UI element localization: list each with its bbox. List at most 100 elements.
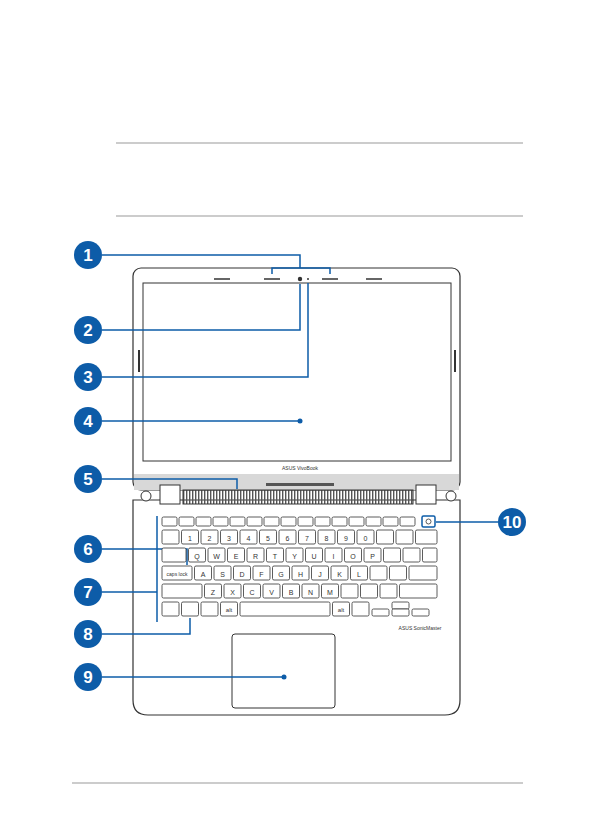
key-label: 6 xyxy=(286,534,290,541)
key-label: D xyxy=(239,570,244,577)
key xyxy=(384,548,401,562)
key-label: 8 xyxy=(325,534,329,541)
key-label: N xyxy=(308,588,313,595)
key xyxy=(400,517,415,526)
key xyxy=(352,602,369,616)
key-label: F xyxy=(259,570,263,577)
callout-text: 8 xyxy=(83,626,92,643)
key-label: H xyxy=(298,570,303,577)
key xyxy=(392,602,409,609)
key xyxy=(179,517,194,526)
key xyxy=(357,530,374,544)
key xyxy=(322,584,339,598)
bezel-mark xyxy=(366,278,382,280)
key xyxy=(298,517,313,526)
key-label: W xyxy=(213,552,220,559)
key xyxy=(390,566,407,580)
key-label: 7 xyxy=(305,534,309,541)
key xyxy=(195,566,212,580)
key xyxy=(182,602,199,616)
callout-number: 7 xyxy=(74,578,102,606)
key xyxy=(234,566,251,580)
key-label: X xyxy=(230,588,235,595)
key-label: S xyxy=(220,570,225,577)
key xyxy=(372,609,389,616)
key xyxy=(325,548,342,562)
key-label: V xyxy=(269,588,274,595)
key xyxy=(253,566,270,580)
key xyxy=(392,609,409,616)
key xyxy=(205,584,222,598)
key-label: alt xyxy=(226,607,232,613)
key xyxy=(380,584,397,598)
key-label: 0 xyxy=(364,534,368,541)
callout-text: 9 xyxy=(83,669,92,686)
key xyxy=(318,530,335,544)
key xyxy=(312,566,329,580)
key-label: alt xyxy=(338,607,344,613)
key xyxy=(201,530,218,544)
key-label: 9 xyxy=(344,534,348,541)
callout-text: 4 xyxy=(83,413,92,430)
key xyxy=(189,548,206,562)
key xyxy=(361,584,378,598)
microphone xyxy=(322,278,338,280)
key xyxy=(377,530,394,544)
key-label: 4 xyxy=(247,534,251,541)
callout-number: 8 xyxy=(74,620,102,648)
key-label: U xyxy=(311,552,316,559)
key xyxy=(230,517,245,526)
key xyxy=(273,566,290,580)
rule xyxy=(116,216,523,217)
key xyxy=(279,530,296,544)
key-label: O xyxy=(350,552,355,559)
power-button xyxy=(422,516,435,527)
hinge xyxy=(416,485,436,504)
logo-text: ASUS SonicMaster xyxy=(399,626,442,631)
hinge-bar xyxy=(266,483,334,486)
key-label: L xyxy=(357,570,361,577)
key xyxy=(208,548,225,562)
key-label: Z xyxy=(211,588,215,595)
rule xyxy=(116,143,523,144)
key xyxy=(281,517,296,526)
key xyxy=(412,609,429,616)
key xyxy=(292,566,309,580)
callout-number: 5 xyxy=(74,465,102,493)
key xyxy=(221,602,238,616)
key xyxy=(345,548,362,562)
key xyxy=(349,517,364,526)
key xyxy=(162,584,202,598)
key-label: C xyxy=(249,588,254,595)
key xyxy=(196,517,211,526)
callout-number: 3 xyxy=(74,363,102,391)
key xyxy=(263,584,280,598)
touchpad xyxy=(232,634,335,708)
key xyxy=(351,566,368,580)
key xyxy=(332,517,347,526)
callout-number: 10 xyxy=(498,508,526,536)
leader-dot xyxy=(282,675,287,680)
key-label: E xyxy=(234,552,239,559)
key xyxy=(396,530,413,544)
key-label: I xyxy=(333,552,335,559)
camera xyxy=(298,277,302,281)
key xyxy=(162,548,186,562)
key xyxy=(416,530,438,544)
key xyxy=(341,584,358,598)
key-label: J xyxy=(318,570,322,577)
key xyxy=(221,530,238,544)
bezel-mark xyxy=(214,278,230,280)
key xyxy=(423,548,438,562)
side-mark xyxy=(454,350,456,372)
key-label: A xyxy=(201,570,206,577)
hinge-pivot xyxy=(141,491,151,501)
key xyxy=(264,517,279,526)
hinge-pivot xyxy=(446,491,456,501)
key-label: 1 xyxy=(188,534,192,541)
callout-text: 10 xyxy=(503,514,522,531)
key xyxy=(366,517,381,526)
key xyxy=(260,530,277,544)
callout-text: 3 xyxy=(83,369,92,386)
callout-number: 6 xyxy=(74,535,102,563)
